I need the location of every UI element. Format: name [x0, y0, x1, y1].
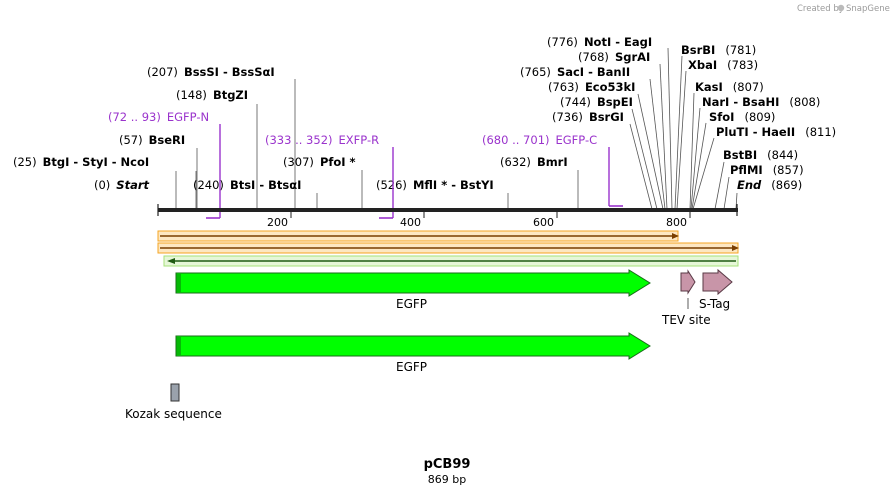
site-xbai[interactable]: XbaI(783) [688, 58, 758, 72]
site-sgrai[interactable]: (768)SgrAI [578, 50, 650, 64]
site-bsrgi[interactable]: (736)BsrGI [552, 110, 624, 124]
site-eco53ki[interactable]: (763)Eco53kI [548, 80, 635, 94]
feature-egfp-1[interactable]: EGFP [175, 269, 651, 311]
site-bsrbi[interactable]: BsrBI(781) [681, 43, 756, 57]
primer-exfp-r[interactable]: (333 .. 352)EXFP-R [265, 133, 394, 219]
map-length: 869 bp [428, 473, 466, 486]
feature-egfp-1-label: EGFP [396, 297, 427, 311]
feature-kozak-label: Kozak sequence [125, 407, 222, 421]
svg-text:(72 .. 93)EGFP-N: (72 .. 93)EGFP-N [108, 110, 209, 124]
credit-brand: SnapGene [846, 4, 890, 14]
primer-egfp-c[interactable]: (680 .. 701)EGFP-C [482, 133, 623, 207]
site-bmri[interactable]: (632)BmrI [500, 155, 568, 169]
site-bsssi[interactable]: (207)BssSI-BssSαI [147, 65, 275, 79]
svg-text:(333 .. 352)EXFP-R: (333 .. 352)EXFP-R [265, 133, 379, 147]
ruler-backbone [158, 208, 738, 212]
credit-prefix: Created by [797, 4, 844, 14]
orf-reverse[interactable] [163, 255, 739, 267]
site-bspei[interactable]: (744)BspEI [560, 95, 633, 109]
site-pflmi[interactable]: PflMI(857) [730, 163, 804, 177]
site-pluti[interactable]: PluTI-HaeII(811) [716, 125, 836, 139]
site-noti[interactable]: (776)NotI-EagI [547, 35, 652, 49]
site-btgzi[interactable]: (148)BtgZI [176, 88, 248, 102]
feature-tev-site[interactable]: TEV site [661, 269, 711, 327]
site-bstbi[interactable]: BstBI(844) [723, 148, 798, 162]
tick-200: 200 [267, 216, 288, 229]
tick-800: 800 [666, 216, 687, 229]
orf-forward-short[interactable] [157, 230, 679, 242]
site-connectors-right [629, 47, 738, 210]
feature-tev-label: TEV site [661, 313, 711, 327]
site-sfoi[interactable]: SfoI(809) [709, 110, 775, 124]
feature-s-tag[interactable]: S-Tag [699, 268, 733, 311]
site-start[interactable]: (0)Start [94, 178, 150, 192]
snapgene-credit: Created by SnapGene [797, 4, 890, 14]
site-kasi[interactable]: KasI(807) [695, 80, 764, 94]
site-bseri[interactable]: (57)BseRI [119, 133, 185, 147]
orf-forward-long[interactable] [157, 242, 739, 254]
site-labels-left: (0)Start (25)BtgI-StyI-NcoI (57)BseRI (1… [13, 65, 568, 192]
primer-egfp-n[interactable]: (72 .. 93)EGFP-N [108, 110, 221, 219]
site-nari[interactable]: NarI-BsaHI(808) [702, 95, 820, 109]
map-title: pCB99 [424, 457, 471, 472]
snapgene-logo-icon [837, 4, 845, 12]
site-btgi[interactable]: (25)BtgI-StyI-NcoI [13, 155, 149, 169]
svg-text:(680 .. 701)EGFP-C: (680 .. 701)EGFP-C [482, 133, 597, 147]
site-saci[interactable]: (765)SacI-BanII [520, 65, 630, 79]
feature-s-tag-label: S-Tag [699, 297, 730, 311]
site-labels-right: (776)NotI-EagI (768)SgrAI (765)SacI-BanI… [520, 35, 836, 192]
sequence-ruler: 200 400 600 800 [157, 204, 738, 229]
site-end[interactable]: End(869) [737, 178, 802, 192]
feature-kozak[interactable]: Kozak sequence [125, 383, 222, 421]
site-pfoi[interactable]: (307)PfoI * [283, 155, 356, 169]
tick-600: 600 [533, 216, 554, 229]
feature-egfp-2[interactable]: EGFP [175, 332, 651, 374]
site-btsi[interactable]: (240)BtsI-BtsαI [193, 178, 301, 192]
tick-400: 400 [400, 216, 421, 229]
site-connectors-left [175, 79, 579, 209]
feature-egfp-2-label: EGFP [396, 360, 427, 374]
site-mfli[interactable]: (526)MflI *-BstYI [376, 178, 494, 192]
